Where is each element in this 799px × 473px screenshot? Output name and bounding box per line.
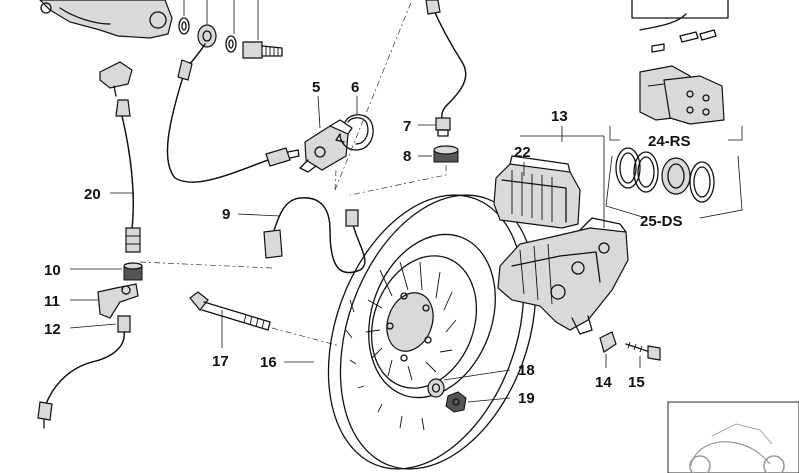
- banjo-fitting-top[interactable]: [197, 24, 217, 48]
- grommet[interactable]: [433, 145, 459, 163]
- label-14: 14: [595, 374, 612, 391]
- brake-hose-upper[interactable]: [166, 43, 300, 183]
- piston-seal-kit[interactable]: [615, 147, 715, 203]
- label-20: 20: [84, 186, 101, 203]
- bracket-11[interactable]: [97, 283, 139, 319]
- label-17: 17: [212, 353, 229, 370]
- master-cylinder[interactable]: [39, 0, 173, 39]
- washer-10[interactable]: [123, 262, 143, 281]
- label-15: 15: [628, 374, 645, 391]
- banjo-bolt-top[interactable]: [242, 41, 283, 59]
- pad-pin-kit[interactable]: [631, 0, 729, 53]
- label-19: 19: [518, 390, 535, 407]
- label-16: 16: [260, 354, 277, 371]
- label-6: 6: [351, 79, 359, 96]
- label-9: 9: [222, 206, 230, 223]
- motorcycle-watermark: [667, 401, 799, 473]
- brake-caliper[interactable]: [497, 217, 629, 335]
- banjo-washer-top[interactable]: [178, 17, 190, 35]
- label-5: 5: [312, 79, 320, 96]
- label-7: 7: [403, 118, 411, 135]
- hose-clamp[interactable]: [335, 114, 374, 151]
- line-fitting-7[interactable]: [435, 117, 451, 137]
- label-22: 22: [514, 144, 531, 161]
- brake-pads[interactable]: [639, 65, 725, 125]
- lock-nut[interactable]: [445, 391, 467, 413]
- banjo-washer-top-2[interactable]: [225, 35, 237, 53]
- disc-bolt[interactable]: [189, 291, 271, 331]
- brake-line-upper[interactable]: [425, 0, 467, 123]
- caliper-bolt[interactable]: [625, 341, 661, 361]
- label-12: 12: [44, 321, 61, 338]
- label-10: 10: [44, 262, 61, 279]
- label-8: 8: [403, 148, 411, 165]
- brake-disc[interactable]: [293, 168, 571, 473]
- label-13: 13: [551, 108, 568, 125]
- label-25-ds: 25-DS: [640, 213, 683, 230]
- brake-line-9[interactable]: [263, 197, 366, 274]
- caliper-washer[interactable]: [599, 331, 617, 353]
- label-24-rs: 24-RS: [648, 133, 691, 150]
- brake-distribution-block[interactable]: [299, 119, 353, 173]
- bleed-valve[interactable]: [99, 61, 133, 97]
- disc-nut[interactable]: [427, 378, 445, 398]
- label-11: 11: [44, 293, 60, 310]
- brake-hose-20[interactable]: [115, 99, 141, 253]
- brake-line-12[interactable]: [37, 315, 131, 429]
- caliper-cover[interactable]: [493, 155, 581, 229]
- label-18: 18: [518, 362, 535, 379]
